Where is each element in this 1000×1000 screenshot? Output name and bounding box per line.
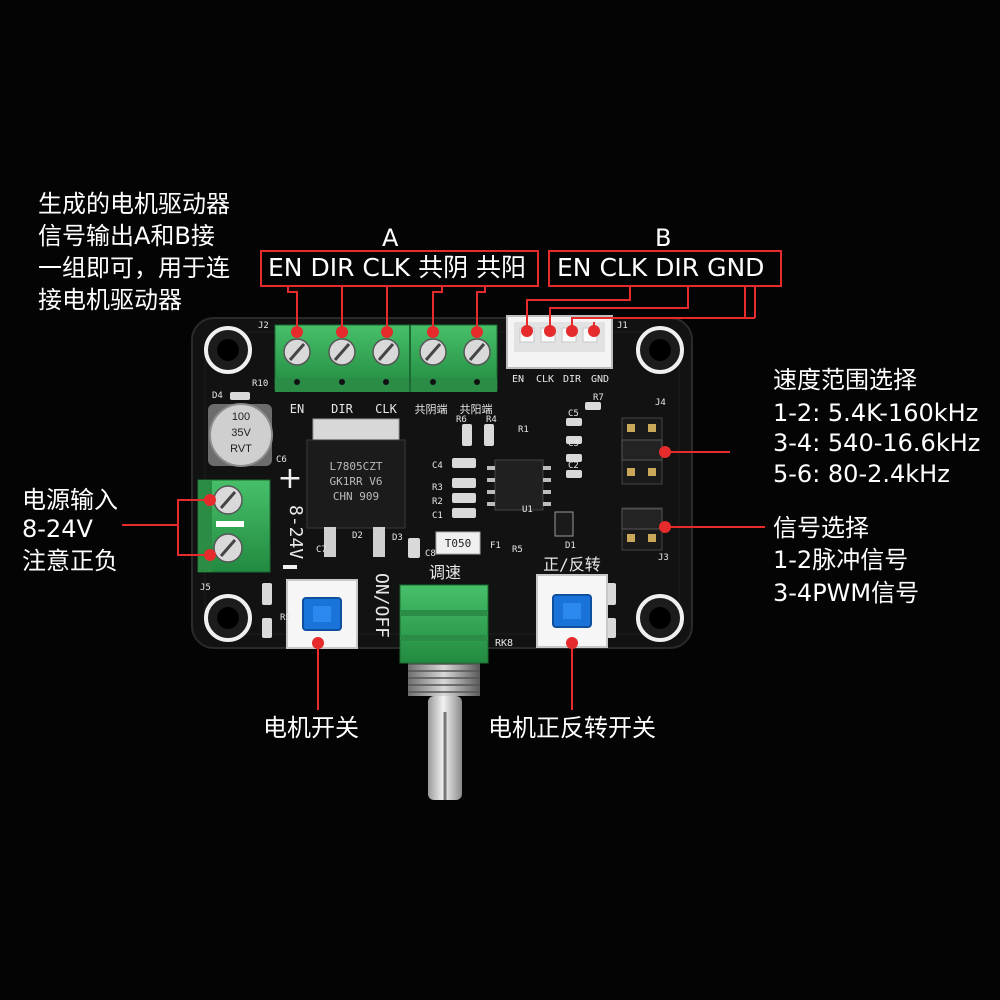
svg-text:D1: D1 (565, 541, 576, 551)
svg-text:D3: D3 (392, 533, 403, 543)
silk-en: EN (290, 402, 304, 416)
reference-designators: J2 J1 J4 J3 J5 R10 D4 C6 C5 C3 C2 C4 R3 … (200, 321, 669, 623)
svg-text:J2: J2 (258, 321, 269, 331)
svg-text:RVT: RVT (230, 443, 252, 455)
svg-text:R1: R1 (518, 425, 529, 435)
terminal-silkscreen: EN DIR CLK 共阴端 共阳端 (290, 402, 493, 416)
minus-mark (283, 565, 297, 569)
group-b-box (548, 250, 782, 287)
direction-button (536, 574, 608, 648)
svg-text:D4: D4 (212, 391, 223, 401)
svg-text:D2: D2 (352, 531, 363, 541)
silk-pot-code: RK8 (495, 638, 513, 649)
smd-components (230, 392, 616, 638)
group-a-box (260, 250, 539, 287)
silk-power: 8-24V (285, 505, 306, 559)
signal-connector (506, 315, 613, 369)
annotation-lines (122, 286, 765, 710)
silk-common-cathode: 共阴端 (415, 403, 448, 416)
plus-mark: + (277, 461, 302, 496)
silk-onoff: ON/OFF (371, 573, 392, 638)
silk-conn-clk: CLK (536, 374, 554, 385)
group-a-letter: A (382, 224, 399, 252)
ic-chip (487, 459, 551, 511)
svg-text:35V: 35V (231, 427, 251, 439)
svg-text:R5: R5 (512, 545, 523, 555)
electrolytic-capacitor: 100 35V RVT (208, 403, 273, 467)
silk-direction: 正/反转 (543, 555, 601, 574)
svg-text:C4: C4 (432, 461, 443, 471)
svg-text:R10: R10 (252, 379, 268, 389)
silk-conn-en: EN (512, 374, 524, 385)
speed-potentiometer (399, 584, 489, 800)
silk-speed: 调速 (429, 563, 461, 582)
svg-text:R4: R4 (486, 415, 497, 425)
svg-text:F1: F1 (490, 541, 501, 551)
svg-text:100: 100 (232, 411, 250, 423)
svg-text:C2: C2 (568, 461, 579, 471)
svg-text:C3: C3 (568, 439, 579, 449)
silk-conn-dir: DIR (563, 374, 582, 385)
svg-text:R2: R2 (432, 497, 443, 507)
svg-text:C1: C1 (432, 511, 443, 521)
group-b-letter: B (655, 224, 672, 252)
svg-text:CHN 909: CHN 909 (333, 490, 379, 503)
power-terminal-block (197, 479, 271, 573)
svg-text:J3: J3 (658, 553, 669, 563)
svg-text:U1: U1 (522, 505, 533, 515)
svg-text:C5: C5 (568, 409, 579, 419)
svg-text:C8: C8 (425, 549, 436, 559)
svg-text:R3: R3 (432, 483, 443, 493)
voltage-regulator: L7805CZT GK1RR V6 CHN 909 (306, 418, 406, 557)
mounting-hole (204, 326, 684, 642)
svg-text:C7: C7 (316, 545, 327, 555)
group-a-labels: EN DIR CLK 共阴 共阳 (268, 253, 527, 282)
speed-jumper-header (621, 417, 663, 485)
group-b-labels: EN CLK DIR GND (557, 253, 765, 282)
svg-text:J5: J5 (200, 583, 211, 593)
svg-text:T050: T050 (445, 537, 472, 550)
svg-text:R9: R9 (280, 613, 291, 623)
svg-text:R7: R7 (593, 393, 604, 403)
direction-switch-annotation: 电机正反转开关 (488, 714, 656, 742)
svg-text:R6: R6 (456, 415, 467, 425)
silk-common-anode: 共阳端 (460, 403, 493, 416)
silk-conn-gnd: GND (591, 374, 609, 385)
silk-clk: CLK (375, 402, 397, 416)
motor-switch-annotation: 电机开关 (263, 714, 359, 742)
svg-text:L7805CZT: L7805CZT (330, 460, 383, 473)
svg-text:C6: C6 (276, 455, 287, 465)
signal-jumper-header (621, 507, 663, 551)
svg-text:GK1RR V6: GK1RR V6 (330, 475, 383, 488)
svg-text:J4: J4 (655, 398, 666, 408)
connector-silkscreen: EN CLK DIR GND (512, 374, 609, 385)
smd-transistor (554, 511, 574, 537)
annotation-dots (204, 325, 671, 649)
svg-text:J1: J1 (617, 321, 628, 331)
power-button (286, 579, 358, 649)
silk-dir: DIR (331, 402, 353, 416)
trimmer-resistor: T050 (435, 531, 481, 555)
